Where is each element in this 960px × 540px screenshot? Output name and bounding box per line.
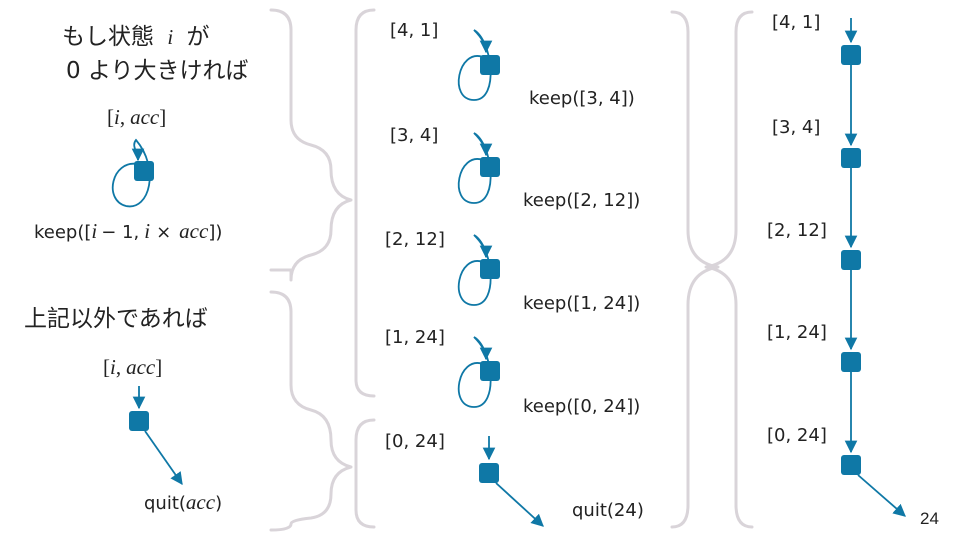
left-state-node xyxy=(134,161,154,181)
middle-state-node xyxy=(480,259,500,279)
right-quit-arrow xyxy=(857,474,906,517)
else-heading: 上記以外であれば xyxy=(24,306,208,332)
right-state-node xyxy=(841,148,861,168)
middle-step: [1, 24] keep([0, 24]) xyxy=(385,327,640,417)
brace-middle-right xyxy=(670,10,720,529)
middle-state-node xyxy=(480,55,500,75)
right-state-node xyxy=(841,352,861,372)
condition-heading-line2: 0 より大きければ xyxy=(66,58,248,84)
middle-state-label: [4, 1] xyxy=(390,20,438,41)
page-number: 24 xyxy=(920,509,939,528)
right-state-node xyxy=(841,250,861,270)
left-state-label: [i,acc] xyxy=(107,105,166,129)
left-keep-label: keep([i− 1,i×acc]) xyxy=(34,219,222,243)
right-state-label: [4, 1] xyxy=(772,12,820,33)
right-state-node xyxy=(841,455,861,475)
right-state-label: [3, 4] xyxy=(772,117,820,138)
left-else-state-label: [i,acc] xyxy=(103,355,162,379)
left-else-node xyxy=(129,411,149,431)
left-quit-arrow xyxy=(144,430,183,486)
right-state-node xyxy=(841,45,861,65)
right-state-label: [1, 24] xyxy=(767,322,827,343)
middle-step: [3, 4] keep([2, 12]) xyxy=(390,125,640,211)
middle-state-node xyxy=(480,157,500,177)
left-quit-label: quit(acc) xyxy=(144,490,222,514)
middle-state-label: [0, 24] xyxy=(385,431,445,452)
brace-left-top xyxy=(269,8,353,282)
middle-action-label: keep([1, 24]) xyxy=(523,293,640,314)
middle-state-node xyxy=(480,361,500,381)
middle-state-label: [2, 12] xyxy=(385,229,445,250)
middle-action-label: keep([0, 24]) xyxy=(523,396,640,417)
middle-step-final: [0, 24] quit(24) xyxy=(385,431,644,527)
middle-action-label: quit(24) xyxy=(572,500,644,521)
middle-quit-arrow xyxy=(495,482,544,527)
middle-state-label: [1, 24] xyxy=(385,327,445,348)
condition-heading-line1: もし状態 i が xyxy=(62,24,209,50)
brace-right-left xyxy=(704,10,754,529)
middle-self-loop xyxy=(457,234,493,306)
middle-step: [2, 12] keep([1, 24]) xyxy=(385,229,640,314)
middle-action-label: keep([2, 12]) xyxy=(523,190,640,211)
middle-step: [4, 1] keep([3, 4]) xyxy=(390,20,635,109)
middle-action-label: keep([3, 4]) xyxy=(529,88,635,109)
brace-middle-bottom xyxy=(354,418,376,529)
left-self-loop xyxy=(111,138,151,208)
middle-state-node xyxy=(479,463,499,483)
right-state-label: [0, 24] xyxy=(767,425,827,446)
middle-self-loop xyxy=(457,336,493,408)
brace-left-bottom xyxy=(269,290,353,532)
middle-self-loop xyxy=(457,132,493,204)
middle-state-label: [3, 4] xyxy=(390,125,438,146)
brace-middle-top xyxy=(354,8,376,398)
middle-self-loop xyxy=(457,29,493,101)
right-state-label: [2, 12] xyxy=(767,220,827,241)
